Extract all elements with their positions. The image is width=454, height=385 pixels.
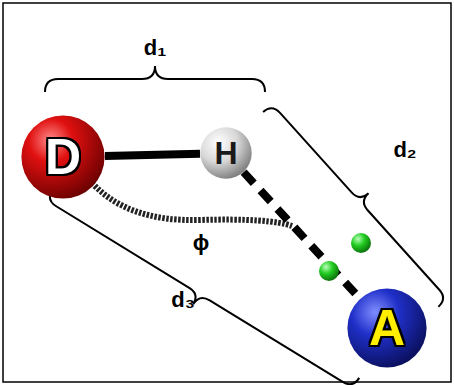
covalent-bond [105,154,200,156]
dimension-brace [263,96,454,307]
lone-pair [351,233,371,253]
atom-symbol: D [45,132,81,182]
hydrogen-bond [244,172,360,298]
angle-label: ϕ [193,232,210,254]
distance-label: d₂ [393,139,416,161]
distance-label: d₃ [171,289,195,311]
dimension-brace [45,66,265,92]
atom-symbol: H [214,137,237,169]
lone-pair [319,261,339,281]
hydrogen-atom: H [200,127,252,179]
frame [3,3,451,382]
atom-symbol: A [369,303,405,353]
acceptor-atom: A [347,288,427,368]
distance-label: d₁ [144,37,167,59]
donor-atom: D [21,115,105,199]
